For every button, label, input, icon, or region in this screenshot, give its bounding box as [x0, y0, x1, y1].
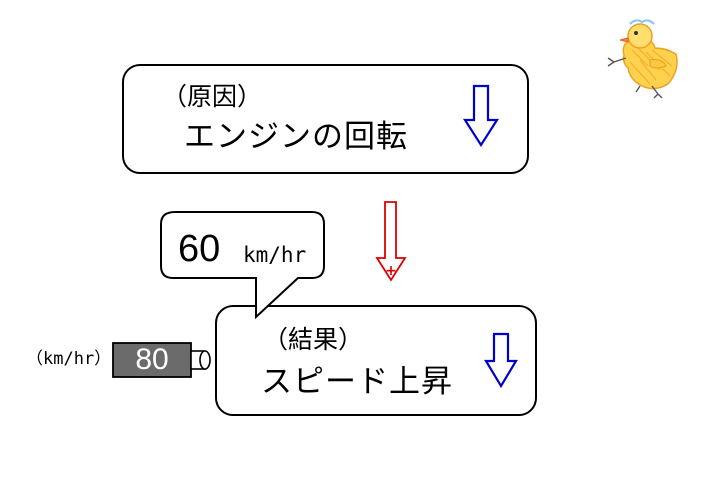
effect-trend-down-arrow-icon: [484, 332, 518, 389]
speech-bubble-outline: [160, 211, 325, 320]
causal-link-sign: +: [385, 263, 397, 279]
cause-box: （原因） エンジンの回転: [122, 64, 529, 174]
bubble-speed-unit: km/hr: [243, 243, 307, 267]
chick-mascot-icon: [607, 19, 678, 99]
cause-tag: （原因）: [162, 82, 263, 111]
causal-link-arrow-icon: +: [375, 201, 407, 282]
bubble-speed-value: 60: [178, 228, 221, 270]
meter-value: 80: [135, 343, 169, 376]
effect-tag: （結果）: [263, 325, 364, 354]
meter-unit-label: （km/hr）: [26, 349, 112, 369]
cause-trend-down-arrow-icon: [462, 84, 500, 148]
speedometer-icon: [112, 342, 211, 378]
cause-text: エンジンの回転: [184, 119, 408, 155]
effect-text: スピード上昇: [261, 364, 453, 400]
effect-box: （結果） スピード上昇: [215, 305, 537, 416]
